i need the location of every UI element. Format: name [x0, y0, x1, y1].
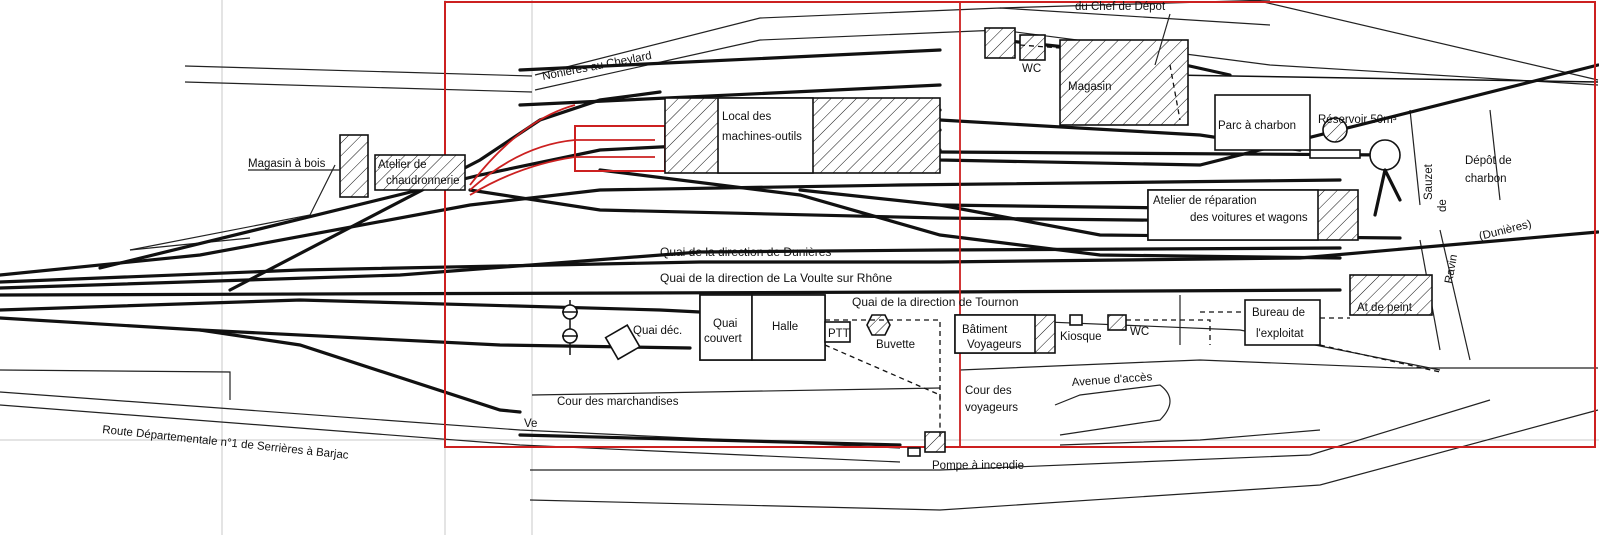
ptt-building — [824, 321, 851, 343]
label-ravin: Ravin — [1443, 253, 1460, 284]
label-quai-dunieres: Quai de la direction de Dunières — [660, 245, 831, 259]
wc-bottom-building — [1107, 314, 1127, 331]
label-local-2: machines-outils — [722, 131, 802, 143]
label-quai-couvert-2: couvert — [704, 333, 743, 345]
label-chaudronnerie-1: Atelier de — [378, 159, 427, 171]
magasin-bois-building — [339, 134, 369, 198]
label-halle: Halle — [772, 321, 798, 333]
chef-depot-building — [984, 27, 1016, 59]
label-sauzet-1: de — [1437, 199, 1449, 212]
label-buvette: Buvette — [876, 339, 915, 351]
site-outlines — [0, 0, 1599, 511]
label-pompe: Pompe à incendie — [932, 460, 1024, 472]
label-cour-voyageurs-1: Cour des — [965, 385, 1012, 397]
dashed-enclosures — [824, 44, 1441, 440]
label-avenue: Avenue d'accès — [1071, 371, 1153, 389]
label-route: Route Départementale n°1 de Serrières à … — [102, 424, 350, 462]
label-at-peint: At de peint — [1357, 302, 1413, 314]
wc-top-building — [1019, 34, 1046, 61]
kiosque-symbol — [1069, 314, 1083, 326]
at-peint-building — [1349, 274, 1433, 316]
quai-dec-symbol — [604, 324, 641, 361]
bureau-exploitation-building — [1244, 299, 1321, 346]
label-reservoir: Réservoir 50m³ — [1318, 114, 1397, 126]
label-quai-dec: Quai déc. — [633, 325, 682, 337]
label-chef-depot: du Chef de Dépot — [1075, 1, 1166, 13]
label-chaudronnerie-2: chaudronnerie — [386, 175, 460, 187]
reservoir-symbol — [1322, 117, 1348, 143]
label-cour-voyageurs-2: voyageurs — [965, 402, 1018, 414]
label-local-1: Local des — [722, 111, 771, 123]
label-batiment-1: Bâtiment — [962, 324, 1008, 336]
label-ve: Ve — [524, 418, 537, 430]
label-nonieres: Nonières au Cheylard — [541, 50, 652, 83]
parc-charbon-area — [1214, 94, 1311, 151]
magasin-building — [1059, 39, 1189, 126]
buvette-symbol — [866, 314, 891, 336]
label-quai-tournon: Quai de la direction de Tournon — [852, 295, 1019, 309]
turntable-symbol — [1369, 139, 1401, 171]
label-magasin-bois: Magasin à bois — [248, 158, 326, 170]
chaudronnerie-building — [374, 154, 466, 191]
label-kiosque: Kiosque — [1060, 331, 1102, 343]
label-atelier-rep-1: Atelier de réparation — [1153, 195, 1257, 207]
label-ptt: PTT — [828, 328, 850, 340]
label-depot-charbon-2: charbon — [1465, 173, 1507, 185]
label-bureau-1: Bureau de — [1252, 307, 1305, 319]
label-bureau-2: l'exploitat — [1256, 328, 1304, 340]
pompe-incendie-building — [924, 431, 946, 453]
label-atelier-rep-2: des voitures et wagons — [1190, 212, 1308, 224]
red-annotation-overlay — [444, 1, 1596, 448]
label-cour-marchandises: Cour des marchandises — [557, 396, 679, 408]
label-wc-top: WC — [1022, 63, 1041, 75]
label-parc-charbon: Parc à charbon — [1218, 120, 1296, 132]
label-batiment-2: Voyageurs — [967, 339, 1022, 351]
label-sauzet-2: Sauzet — [1423, 163, 1435, 200]
label-magasin: Magasin — [1068, 81, 1111, 93]
label-quai-voulte: Quai de la direction de La Voulte sur Rh… — [660, 271, 892, 285]
signal-symbols — [562, 300, 578, 355]
label-quai-couvert-1: Quai — [713, 318, 737, 330]
label-depot-charbon-1: Dépôt de — [1465, 155, 1512, 167]
buildings — [339, 27, 1433, 457]
label-wc-bottom: WC — [1130, 326, 1149, 338]
